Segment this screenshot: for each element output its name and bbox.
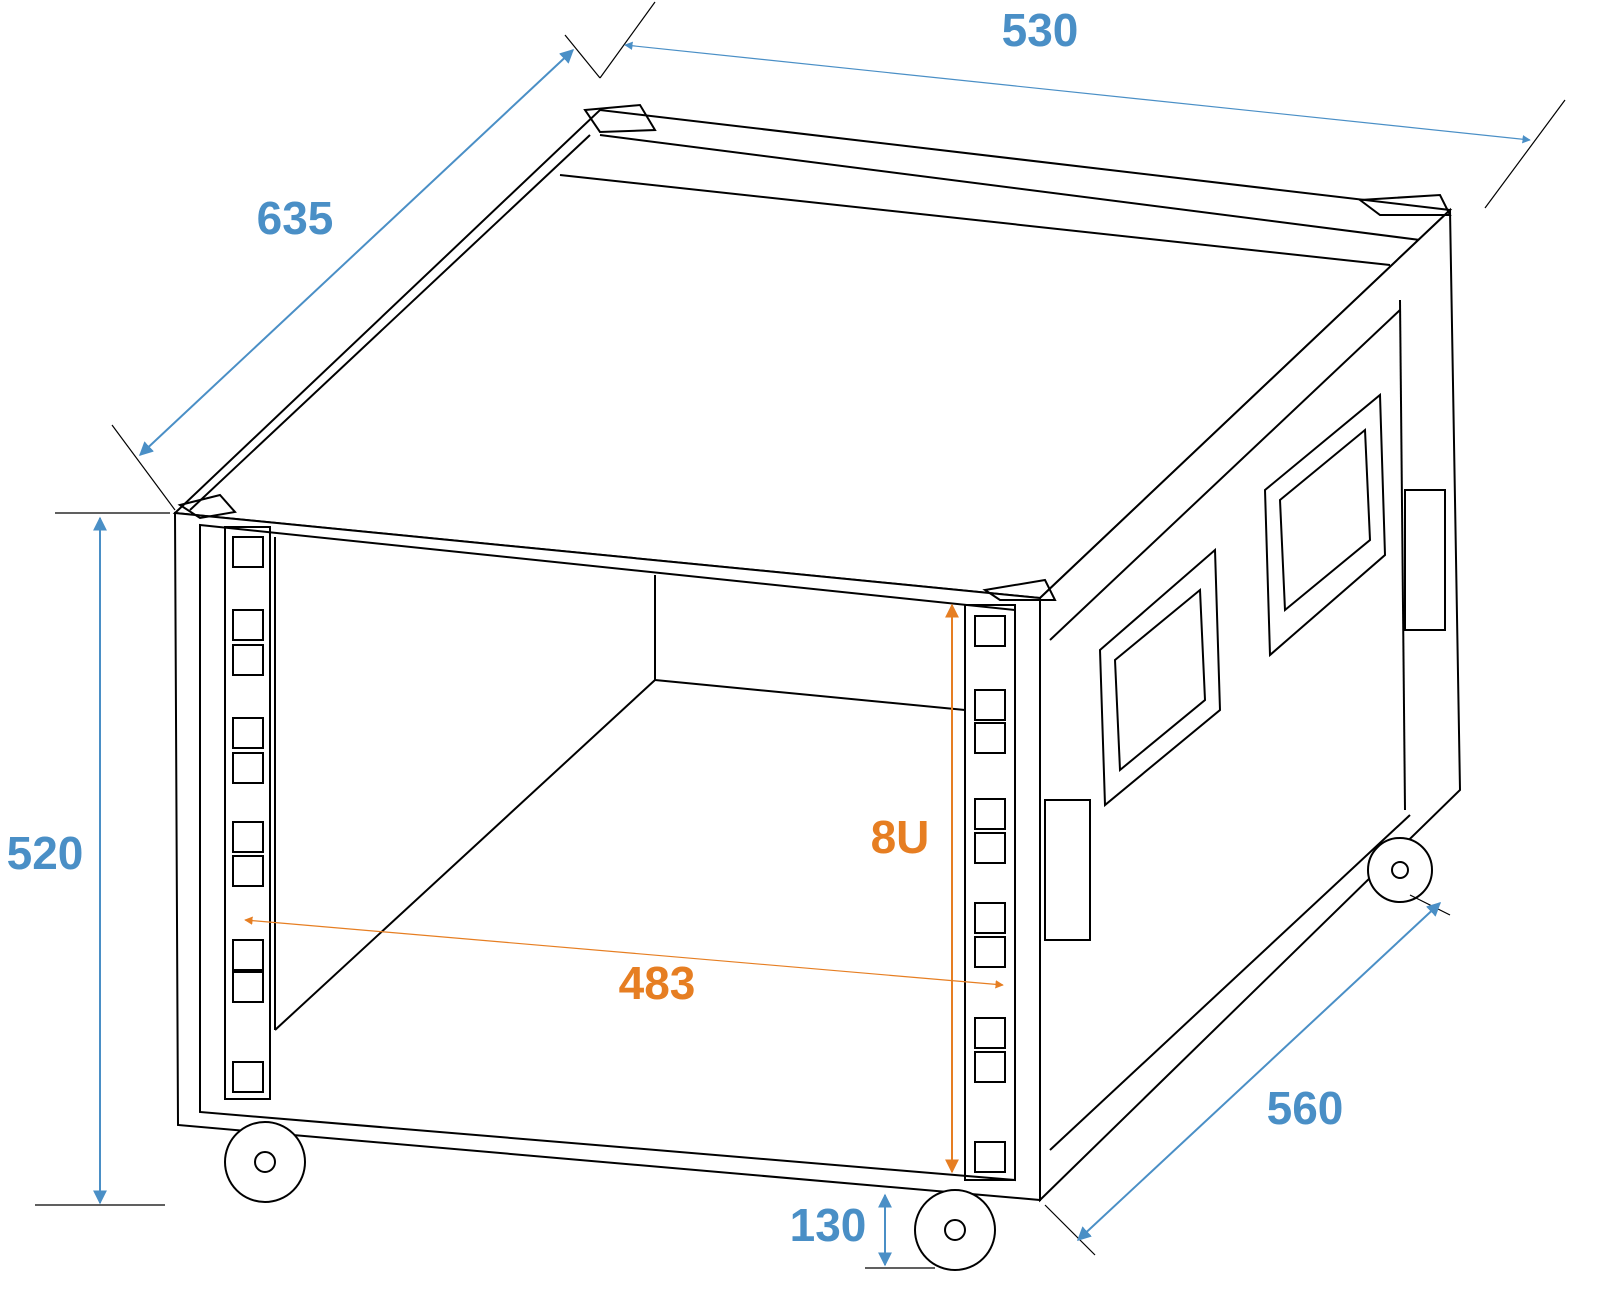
- rack-hole: [974, 832, 1006, 864]
- rack-hole: [232, 717, 264, 749]
- corner-front-left: [177, 493, 237, 520]
- rack-hole: [232, 609, 264, 641]
- rack-hole: [974, 722, 1006, 754]
- rack-hole: [232, 1061, 264, 1093]
- wheels: [224, 837, 1433, 1271]
- latch-rear: [1404, 489, 1446, 631]
- rack-hole: [974, 689, 1006, 721]
- dim-line-483: [244, 916, 1004, 989]
- corner-front-right: [982, 578, 1057, 601]
- outer-dimension-lines: [93, 41, 1531, 1267]
- rack-hole: [974, 615, 1006, 647]
- latch-front: [1044, 799, 1091, 941]
- rack-hole: [974, 1141, 1006, 1173]
- dim-line-560: [1076, 902, 1442, 1241]
- case-front: [173, 511, 1041, 1202]
- dimension-height-label: 520: [6, 827, 84, 879]
- rack-hole: [232, 752, 264, 784]
- dim-line-530: [624, 41, 1531, 144]
- dimension-rack-units-label: 8U: [870, 811, 930, 863]
- dimension-wheel-height-label: 130: [789, 1199, 867, 1251]
- rack-hole: [232, 821, 264, 853]
- inner-dimension-lines: [244, 603, 1004, 1174]
- dimension-depth-top-label: 635: [256, 192, 334, 244]
- corner-back-right: [1357, 193, 1452, 216]
- dimension-width-label: 530: [1001, 4, 1079, 56]
- dim-line-635: [138, 49, 575, 456]
- rack-hole: [232, 536, 264, 568]
- handle-rear: [1263, 392, 1387, 658]
- rack-hole: [232, 855, 264, 887]
- rack-hole: [974, 1051, 1006, 1083]
- dimension-depth-bottom-label: 560: [1266, 1082, 1344, 1134]
- handle-front: [1098, 547, 1222, 808]
- dimension-rack-width-label: 483: [618, 957, 696, 1009]
- rack-hole: [232, 644, 264, 676]
- rack-hole: [974, 1017, 1006, 1049]
- rack-rail-right: [964, 604, 1016, 1181]
- rack-hole: [974, 798, 1006, 830]
- rack-rail-left: [224, 526, 271, 1100]
